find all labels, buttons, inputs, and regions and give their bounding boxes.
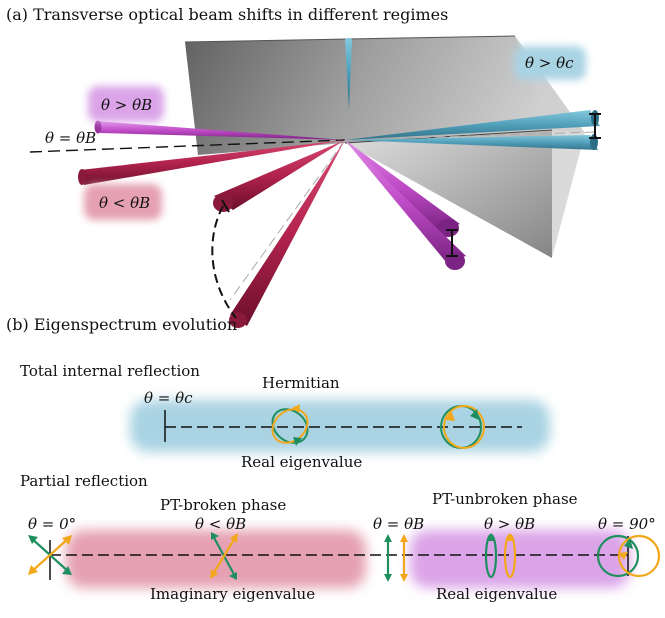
partial-heading: Partial reflection (20, 472, 148, 490)
tir-heading: Total internal reflection (20, 362, 200, 380)
partial-theta-90: θ = 90° (598, 515, 656, 533)
cyan-beam-1 (345, 110, 600, 140)
label-lt-b-glow (84, 184, 162, 220)
red-reflected-beam-1 (214, 140, 345, 210)
pt-broken-label: PT-broken phase (160, 496, 286, 514)
red-shift-tick-1 (221, 199, 230, 213)
brewster-axis-line (29, 139, 346, 153)
tir-eigen-pair-2 (440, 405, 485, 449)
tir-hermitian: Hermitian (262, 374, 340, 392)
label-theta-gt-b: θ > θB (101, 96, 152, 114)
label-theta-lt-b: θ < θB (99, 194, 150, 212)
tir-theta-c: θ = θc (144, 389, 193, 407)
eigen-ellipses-theta-gt-b (484, 533, 517, 579)
eigen-arrows-theta-0 (28, 535, 72, 575)
partial-theta-0: θ = 0° (28, 515, 76, 533)
cyan-shift-marker (589, 113, 601, 139)
magenta-reflected-cap-2 (445, 252, 465, 270)
magenta-reflected-beam-2 (345, 140, 466, 262)
red-shift-arc (211, 205, 237, 319)
partial-real-eigenvalue: Real eigenvalue (436, 585, 557, 603)
normal-beam-cap (345, 38, 352, 42)
partial-theta-lt-b: θ < θB (195, 515, 246, 533)
label-gt-c-glow (514, 46, 586, 80)
pt-broken-glow-band (66, 530, 366, 588)
label-gt-b-glow (88, 86, 164, 122)
tir-real-eigenvalue: Real eigenvalue (241, 453, 362, 471)
eigen-arrows-theta-lt-b (210, 532, 238, 580)
magenta-reflected-cap-1 (437, 219, 459, 237)
eigen-arrows-theta-b (384, 534, 408, 582)
tir-eigen-pair-1 (271, 404, 309, 446)
label-theta-eq-b: θ = θB (45, 129, 96, 147)
magenta-shift-marker (446, 229, 458, 257)
pt-unbroken-glow-band (410, 530, 630, 588)
magenta-incident-beam (96, 121, 345, 140)
panel-b-title: (b) Eigenspectrum evolution (6, 315, 237, 334)
panel-a-title: (a) Transverse optical beam shifts in di… (6, 5, 448, 24)
eigen-circles-theta-90 (596, 534, 661, 578)
tir-glow-band (130, 400, 550, 452)
magenta-incident-cap (94, 120, 102, 134)
prism-side-face (345, 130, 552, 258)
cyan-beam-2 (345, 135, 598, 150)
tir-axis-line (344, 131, 596, 141)
partial-theta-b: θ = θB (373, 515, 424, 533)
pt-unbroken-label: PT-unbroken phase (432, 490, 578, 508)
magenta-reflected-beam-1 (345, 140, 460, 231)
label-theta-gt-c: θ > θc (525, 54, 574, 72)
partial-theta-gt-b: θ > θB (484, 515, 535, 533)
normal-beam-cone (345, 40, 352, 110)
red-incident-beam (80, 140, 345, 185)
partial-imaginary-eigenvalue: Imaginary eigenvalue (150, 585, 315, 603)
red-reflected-beam-2 (230, 140, 345, 326)
incident-axis-line (229, 139, 346, 301)
red-incident-cap (78, 169, 86, 185)
